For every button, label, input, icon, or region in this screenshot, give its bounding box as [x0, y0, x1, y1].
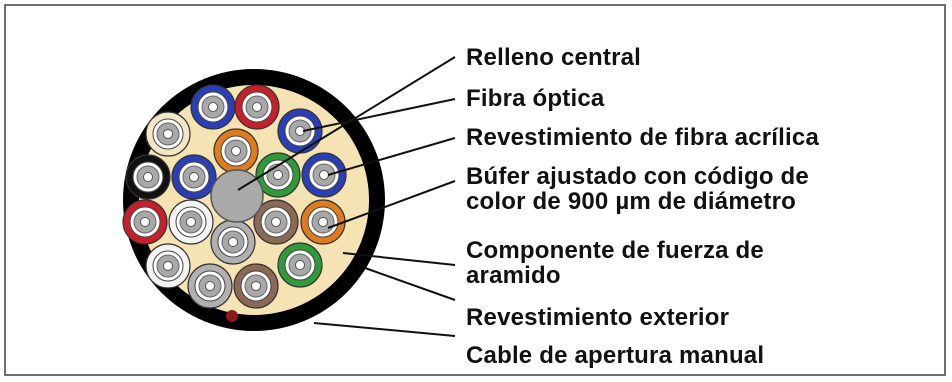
center-filler: [210, 169, 264, 223]
label-outer-jacket: Revestimiento exterior: [466, 304, 730, 331]
leader-aramid-2: [364, 267, 456, 301]
label-tight-buffer-line1: Búfer ajustado con código de: [466, 163, 809, 190]
optical-fiber: [318, 217, 328, 227]
label-ripcord: Cable de apertura manual: [466, 342, 765, 369]
leader-center-filler: [237, 56, 456, 191]
optical-fiber: [228, 237, 238, 247]
tight-buffered-fiber: [171, 154, 217, 200]
optical-fiber: [295, 260, 305, 270]
tight-buffered-fiber: [125, 154, 171, 200]
leader-optical-fiber: [302, 98, 456, 132]
tight-buffered-fibers: [122, 84, 347, 309]
leader-tight-buffer: [327, 180, 456, 229]
leader-aramid: [342, 252, 456, 266]
optical-fiber: [143, 172, 153, 182]
label-aramid-line1: Componente de fuerza de: [466, 237, 764, 264]
tight-buffered-fiber: [190, 84, 236, 130]
label-aramid: Componente de fuerza de aramido: [466, 238, 764, 288]
tight-buffered-fiber: [145, 111, 191, 157]
tight-buffered-fiber: [277, 242, 323, 288]
label-center-filler: Relleno central: [466, 44, 642, 71]
tight-buffered-fiber: [122, 199, 168, 245]
optical-fiber: [251, 281, 261, 291]
tight-buffered-fiber: [301, 152, 347, 198]
label-aramid-line2: aramido: [466, 262, 561, 289]
optical-fiber: [163, 261, 173, 271]
optical-fiber: [189, 172, 199, 182]
optical-fiber: [140, 217, 150, 227]
optical-fiber: [186, 217, 196, 227]
tight-buffered-fiber: [213, 128, 259, 174]
tight-buffered-fiber: [145, 243, 191, 289]
label-tight-buffer-line2: color de 900 µm de diámetro: [466, 188, 796, 215]
tight-buffered-fiber: [187, 263, 233, 309]
tight-buffered-fiber: [277, 108, 323, 154]
optical-fiber: [271, 217, 281, 227]
label-acrylic-coating: Revestimiento de fibra acrílica: [466, 124, 820, 151]
ripcord: [226, 310, 238, 322]
optical-fiber: [231, 146, 241, 156]
leader-ripcord: [313, 322, 456, 337]
tight-buffered-fiber: [234, 84, 280, 130]
tight-buffered-fiber: [233, 263, 279, 309]
tight-buffered-fiber: [253, 199, 299, 245]
label-tight-buffer: Búfer ajustado con código de color de 90…: [466, 164, 809, 214]
leader-acrylic-coating: [327, 137, 456, 176]
tight-buffered-fiber: [168, 199, 214, 245]
label-optical-fiber: Fibra óptica: [466, 85, 605, 112]
tight-buffered-fiber: [210, 219, 256, 265]
optical-fiber: [205, 281, 215, 291]
optical-fiber: [252, 102, 262, 112]
optical-fiber: [163, 129, 173, 139]
tight-buffered-fiber: [300, 199, 346, 245]
optical-fiber: [273, 170, 283, 180]
optical-fiber: [319, 170, 329, 180]
optical-fiber: [208, 102, 218, 112]
leader-lines: [237, 56, 456, 337]
